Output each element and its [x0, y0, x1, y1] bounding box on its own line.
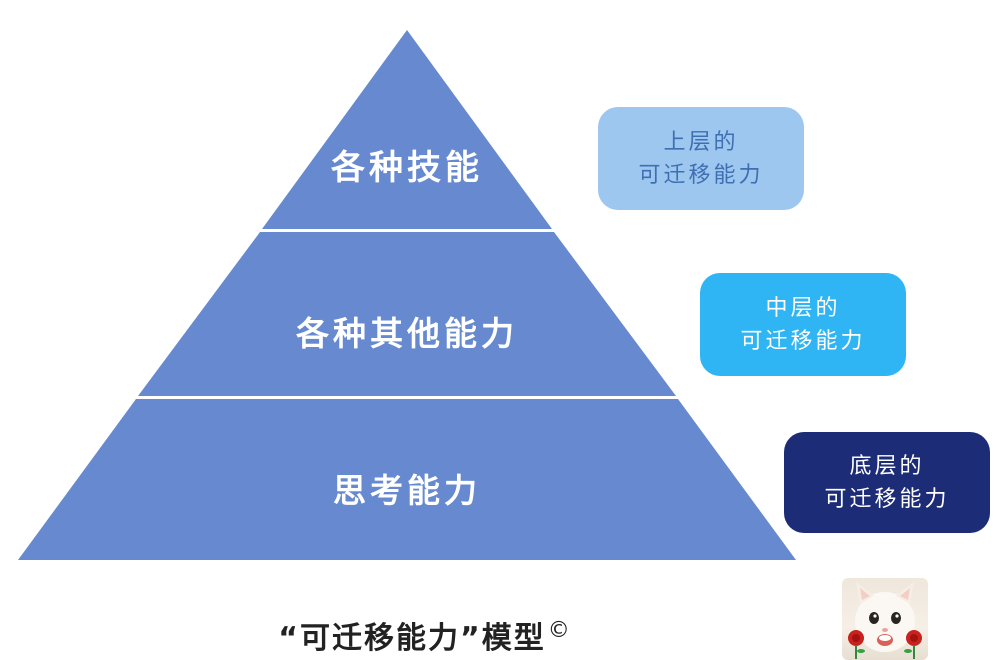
model-caption-text: “可迁移能力”模型 — [278, 621, 546, 656]
tier-label-top: 各种技能 — [331, 148, 483, 188]
badge-middle-line2: 可迁移能力 — [740, 328, 866, 354]
model-caption: “可迁移能力”模型© — [0, 613, 850, 657]
badge-bottom-line2: 可迁移能力 — [824, 486, 950, 512]
pyramid-tier-bottom — [18, 399, 796, 560]
badge-middle-transferable: 中层的 可迁移能力 — [700, 273, 906, 376]
tier-label-bottom: 思考能力 — [333, 471, 481, 510]
pyramid-tier-top — [262, 30, 552, 229]
badge-upper-transferable: 上层的 可迁移能力 — [598, 107, 804, 210]
badge-upper-line1: 上层的 — [663, 129, 739, 155]
cat-with-roses-icon — [842, 578, 928, 660]
pyramid-tier-middle — [138, 232, 676, 396]
badge-bottom-transferable: 底层的 可迁移能力 — [784, 432, 990, 533]
badge-bottom-line1: 底层的 — [849, 453, 925, 479]
tier-label-middle: 各种其他能力 — [296, 314, 518, 353]
copyright-mark: © — [547, 618, 572, 643]
badge-upper-line2: 可迁移能力 — [638, 162, 764, 188]
badge-middle-line1: 中层的 — [765, 295, 841, 321]
